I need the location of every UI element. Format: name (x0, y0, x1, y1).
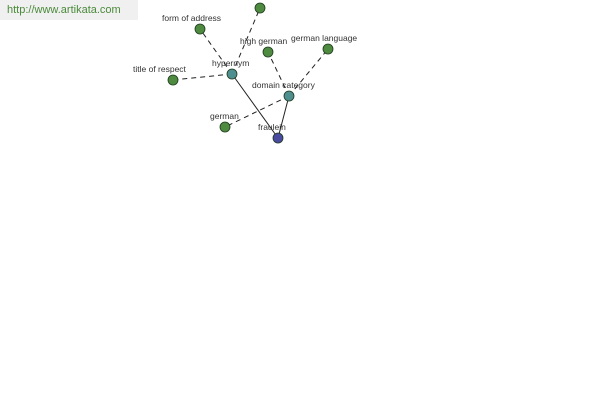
node-label-hypernym[interactable]: hypernym (212, 58, 249, 68)
node-label-form-of-address[interactable]: form of address (162, 13, 221, 23)
node-label-german-language[interactable]: german language (291, 33, 357, 43)
edge-hypernym-to-title-of-respect (172, 73, 233, 81)
node-label-fraulein[interactable]: fraulein (258, 122, 286, 132)
edge-fraulein-to-hypernym (231, 73, 279, 139)
edge-fraulein-to-domain-category (277, 95, 290, 139)
node-label-domain-category[interactable]: domain category (252, 80, 316, 90)
edge-hypernym-to-form-of-address (199, 28, 233, 75)
node-high-german[interactable] (262, 46, 274, 58)
edge-domain-category-to-german (224, 95, 290, 128)
edge-domain-category-to-german-language (288, 48, 329, 97)
edge-domain-category-to-high-german (267, 51, 290, 97)
node-label-high-german[interactable]: high german (240, 36, 288, 46)
node-german[interactable] (219, 121, 231, 133)
edges-layer (172, 7, 329, 139)
node-unlabeled-top[interactable] (254, 2, 266, 14)
edge-hypernym-to-unlabeled-top (231, 7, 261, 75)
node-german-language[interactable] (322, 43, 334, 55)
site-url-link[interactable]: http://www.artikata.com (7, 4, 121, 16)
node-label-title-of-respect[interactable]: title of respect (133, 64, 187, 74)
node-label-german[interactable]: german (210, 111, 239, 121)
site-banner: http://www.artikata.com (0, 0, 138, 20)
node-form-of-address[interactable] (194, 23, 206, 35)
nodes-layer (167, 2, 334, 144)
node-hypernym[interactable] (226, 68, 238, 80)
node-fraulein[interactable] (272, 132, 284, 144)
node-domain-category[interactable] (283, 90, 295, 102)
labels-layer: fraulein hypernym domain category form of a… (133, 13, 357, 132)
node-title-of-respect[interactable] (167, 74, 179, 86)
